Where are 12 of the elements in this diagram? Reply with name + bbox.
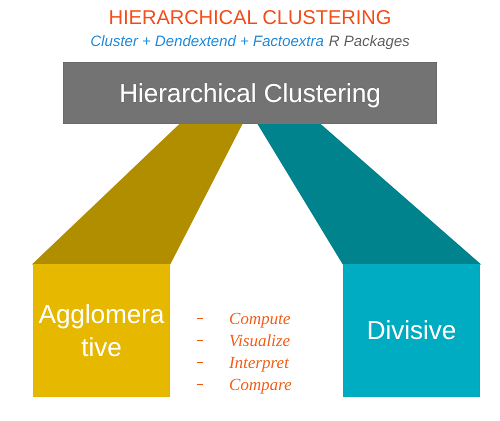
connector-band [32, 124, 243, 264]
subtitle: Cluster + Dendextend + Factoextra [90, 33, 324, 52]
process-box: Hierarchical Clustering [63, 62, 437, 124]
list-item: Compute [229, 308, 290, 329]
title: HIERARCHICAL CLUSTERING [108, 6, 392, 31]
list-item: Interpret [229, 352, 289, 373]
connector-band [257, 124, 482, 264]
list-item: Visualize [229, 330, 290, 351]
process-box: Divisive [343, 264, 480, 397]
list-item: Compare [229, 374, 292, 395]
subtitle: R Packages [328, 33, 410, 52]
process-box: Agglomerative [33, 264, 170, 397]
